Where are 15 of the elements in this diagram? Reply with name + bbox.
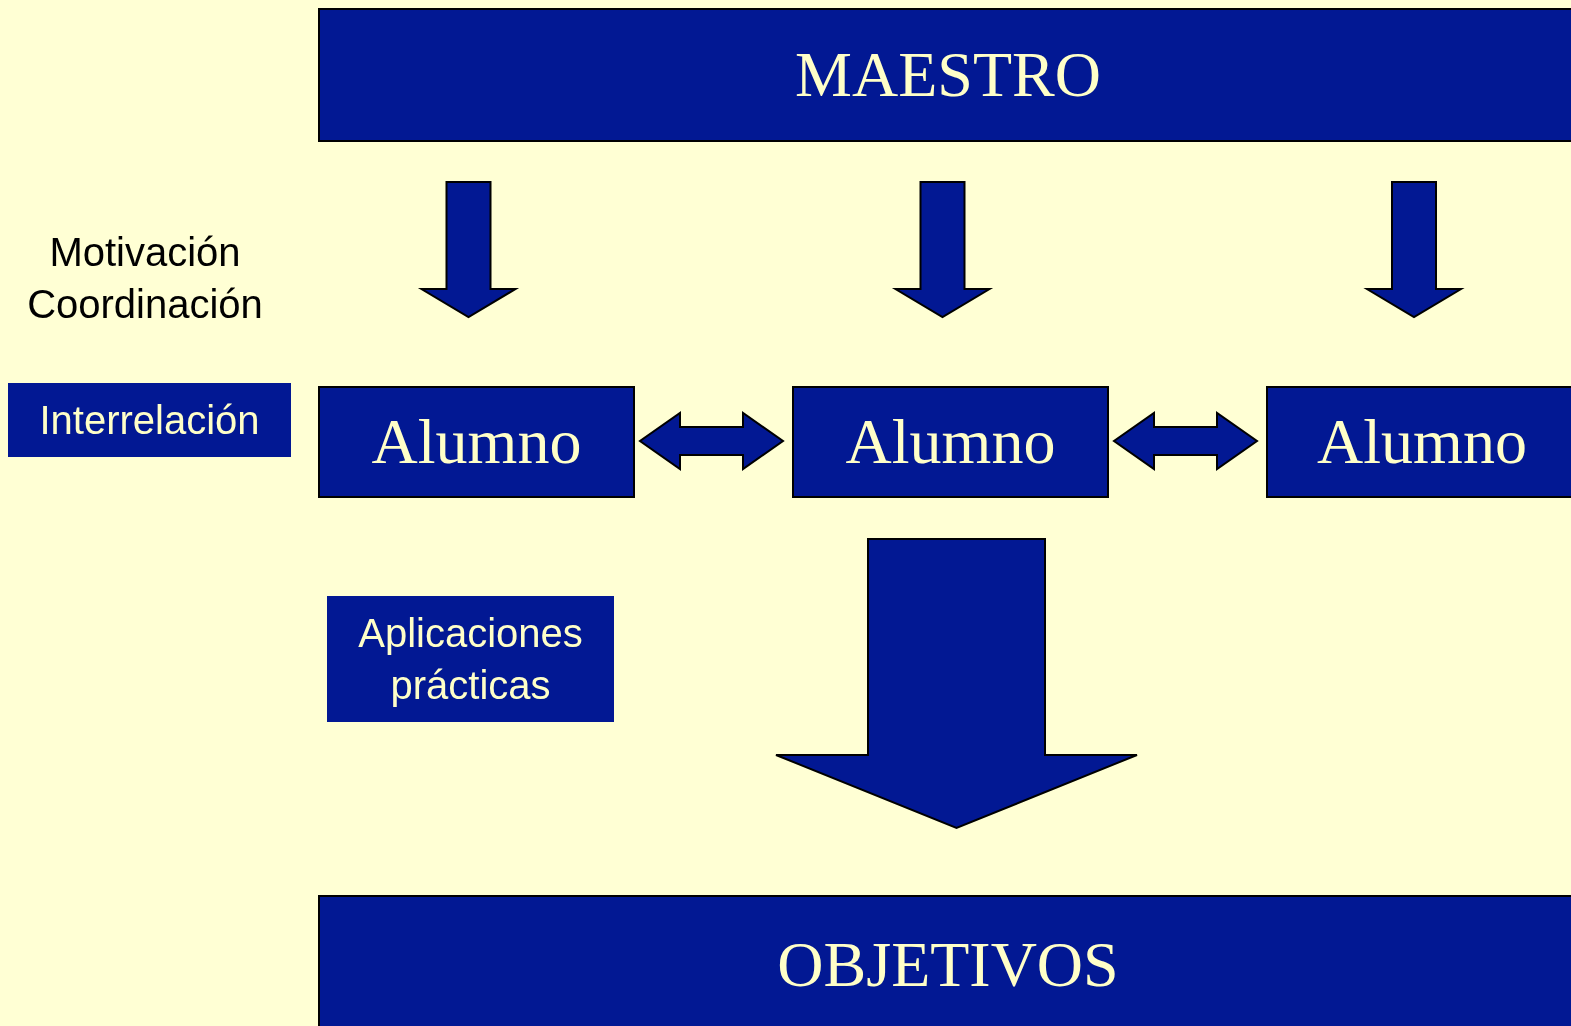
process-box: Alumno xyxy=(792,386,1109,498)
label-text: Coordinación xyxy=(27,281,263,328)
block-arrow xyxy=(417,181,520,319)
label-text: Motivación xyxy=(49,229,241,276)
process-box: Alumno xyxy=(318,386,635,498)
process-box: Alumno xyxy=(1266,386,1571,498)
block-arrow xyxy=(775,538,1138,830)
tag-box: Aplicaciones prácticas xyxy=(327,596,614,722)
block-arrow xyxy=(638,411,785,471)
process-box: MAESTRO xyxy=(318,8,1571,142)
tag-box: Interrelación xyxy=(8,383,291,457)
process-box: OBJETIVOS xyxy=(318,895,1571,1026)
block-arrow xyxy=(1363,181,1465,319)
block-arrow xyxy=(891,181,994,319)
block-arrow xyxy=(1112,411,1259,471)
